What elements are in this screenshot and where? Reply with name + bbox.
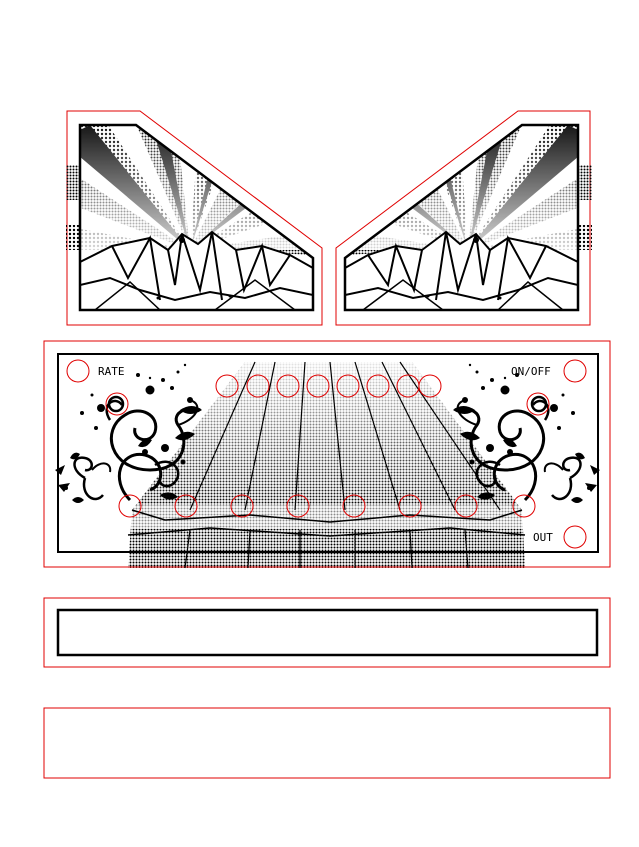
right-side-panel <box>328 110 598 326</box>
top-row-hole <box>246 374 270 398</box>
rate-knob-hole <box>66 359 90 383</box>
left-sunburst-mountain-art <box>60 110 330 320</box>
bottom-cut-line <box>43 707 611 779</box>
top-face-panel: RATE ON/OFF OUT <box>43 340 611 569</box>
right-panel-cut-line <box>335 110 591 326</box>
top-row-hole <box>306 374 330 398</box>
left-panel-cut-line <box>66 110 323 326</box>
bottom-row-hole <box>512 494 536 518</box>
rate-label: RATE <box>98 365 125 378</box>
perspective-grid-art <box>127 361 526 569</box>
bottom-row-hole <box>174 494 198 518</box>
top-row-hole <box>366 374 390 398</box>
bottom-panel <box>43 707 611 779</box>
strip-frame <box>56 608 599 657</box>
side-hole-left <box>105 392 129 416</box>
bottom-row-hole <box>118 494 142 518</box>
left-side-panel <box>60 110 330 326</box>
bottom-row-hole <box>230 494 254 518</box>
strip-panel <box>43 597 611 668</box>
on-off-label: ON/OFF <box>511 365 551 378</box>
bottom-row-hole <box>398 494 422 518</box>
out-jack-hole <box>563 525 587 549</box>
on-off-switch-hole <box>563 359 587 383</box>
right-sunburst-mountain-art <box>328 110 598 320</box>
strip-cut-line <box>43 597 611 668</box>
top-row-hole <box>336 374 360 398</box>
bottom-row-hole <box>286 494 310 518</box>
top-row-hole <box>418 374 442 398</box>
top-row-hole <box>215 374 239 398</box>
bottom-row-hole <box>342 494 366 518</box>
bottom-row-hole <box>454 494 478 518</box>
out-label: OUT <box>533 531 553 544</box>
top-row-hole <box>276 374 300 398</box>
side-hole-right <box>526 392 550 416</box>
